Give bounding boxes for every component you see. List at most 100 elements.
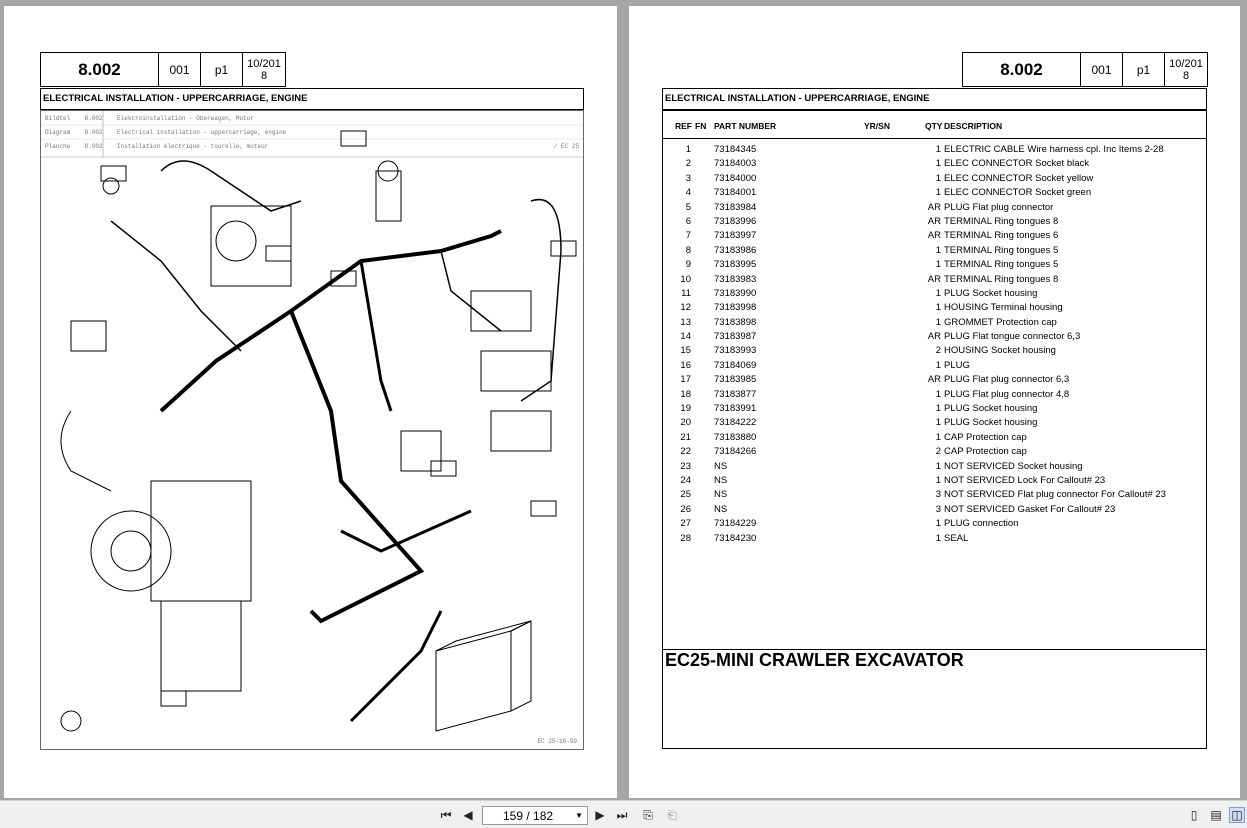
- part-number-cell: 73184069: [714, 359, 757, 371]
- description-cell: NOT SERVICED Lock For Callout# 23: [944, 474, 1106, 486]
- part-number-cell: 73183983: [714, 273, 757, 285]
- continuous-view-icon[interactable]: ▤: [1210, 808, 1222, 822]
- description-cell: PLUG Socket housing: [944, 287, 1038, 299]
- part-number-cell: 73183995: [714, 259, 757, 271]
- qty-cell: 1: [935, 359, 941, 371]
- description-cell: ELEC CONNECTOR Socket black: [944, 158, 1090, 170]
- ref-cell: 13: [680, 316, 691, 328]
- header-date: 10/201 8: [247, 57, 281, 82]
- ref-cell: 24: [680, 474, 691, 486]
- legend-line-3: Planche 8.002 Installation électrique - …: [45, 143, 268, 150]
- description-cell: ELECTRIC CABLE Wire harness cpl. Inc Ite…: [944, 144, 1164, 155]
- drawing-code: EC 25-10-99: [537, 738, 577, 745]
- go-back-view-icon[interactable]: ⎘: [643, 807, 653, 822]
- ref-cell: 28: [680, 532, 691, 544]
- ref-cell: 8: [685, 244, 691, 256]
- qty-cell: 1: [935, 417, 941, 429]
- ref-cell: 6: [685, 215, 691, 227]
- diagram-artwork: [41, 111, 583, 732]
- qty-cell: 1: [935, 144, 941, 155]
- ref-cell: 18: [680, 388, 691, 400]
- description-cell: NOT SERVICED Gasket For Callout# 23: [944, 503, 1116, 515]
- legend-label: Bildtel: [45, 115, 71, 122]
- col-qty: QTY: [925, 121, 943, 131]
- qty-cell: 1: [935, 518, 941, 530]
- page-indicator: 159 / 182: [503, 808, 554, 823]
- ref-cell: 27: [680, 518, 691, 530]
- qty-cell: AR: [927, 230, 941, 242]
- ref-cell: 4: [685, 187, 691, 199]
- right-page: 8.002 001 p1 10/201 8 ELECTRICAL INSTALL…: [629, 6, 1240, 798]
- part-number-cell: NS: [714, 460, 728, 472]
- legend-desc: Electrical installation - uppercarriage,…: [117, 129, 287, 136]
- legend-line-1: Bildtel 8.002 Elektroinstallation - Ober…: [45, 115, 254, 122]
- page-number-select[interactable]: 159 / 182 ▼: [482, 806, 588, 825]
- qty-cell: 3: [935, 503, 941, 515]
- legend-line-2: Diagram 8.002 Electrical installation - …: [45, 129, 286, 136]
- description-cell: PLUG Flat tongue connector 6,3: [944, 331, 1081, 343]
- chevron-down-icon: ▼: [575, 811, 583, 820]
- qty-cell: 1: [935, 316, 941, 328]
- description-cell: ELEC CONNECTOR Socket green: [944, 187, 1092, 199]
- part-number-cell: 73184266: [714, 446, 757, 458]
- part-number-cell: 73184000: [714, 172, 757, 184]
- left-page: 8.002 001 p1 10/201 8 ELECTRICAL INSTALL…: [4, 6, 617, 798]
- part-number-cell: 73183985: [714, 374, 757, 386]
- qty-cell: 1: [935, 259, 941, 271]
- col-fn: FN: [695, 121, 707, 131]
- ref-cell: 15: [680, 345, 691, 357]
- col-yrsn: YR/SN: [864, 121, 890, 131]
- ref-cell: 19: [680, 403, 691, 415]
- part-number-cell: NS: [714, 489, 728, 501]
- go-forward-view-icon[interactable]: ⎗: [667, 807, 677, 822]
- ref-cell: 5: [685, 201, 691, 213]
- description-cell: HOUSING Terminal housing: [944, 302, 1063, 314]
- two-page-view-icon[interactable]: ◫: [1229, 807, 1245, 823]
- description-cell: PLUG Socket housing: [944, 403, 1038, 415]
- ref-cell: 11: [681, 287, 691, 299]
- ref-cell: 12: [680, 302, 691, 314]
- first-page-icon[interactable]: ⏮: [440, 807, 452, 822]
- single-page-view-icon[interactable]: ▯: [1190, 808, 1198, 822]
- ref-cell: 9: [685, 259, 691, 271]
- qty-cell: 2: [935, 446, 941, 458]
- table-header: REF FN PART NUMBER YR/SN QTY DESCRIPTION: [663, 111, 1206, 139]
- part-number-cell: 73183998: [714, 302, 757, 314]
- col-ref: REF: [675, 121, 692, 131]
- part-number-cell: 73183880: [714, 431, 757, 443]
- ref-cell: 2: [685, 158, 691, 170]
- part-number-cell: 73183991: [714, 403, 757, 415]
- next-page-icon[interactable]: ▶: [595, 808, 605, 822]
- qty-cell: 1: [935, 403, 941, 415]
- previous-page-icon[interactable]: ◀: [463, 808, 473, 822]
- header-code: 001: [159, 53, 201, 86]
- ref-cell: 17: [680, 374, 691, 386]
- ref-cell: 3: [685, 172, 691, 184]
- description-cell: TERMINAL Ring tongues 8: [944, 273, 1059, 285]
- last-page-icon[interactable]: ⏭: [616, 807, 628, 822]
- description-cell: PLUG Flat plug connector 6,3: [944, 374, 1070, 386]
- description-cell: PLUG: [944, 359, 970, 371]
- wiring-diagram: Bildtel 8.002 Elektroinstallation - Ober…: [40, 110, 584, 750]
- ref-cell: 25: [680, 489, 691, 501]
- part-number-cell: 73183986: [714, 244, 757, 256]
- header-page: p1: [1123, 53, 1165, 86]
- part-number-cell: 73183993: [714, 345, 757, 357]
